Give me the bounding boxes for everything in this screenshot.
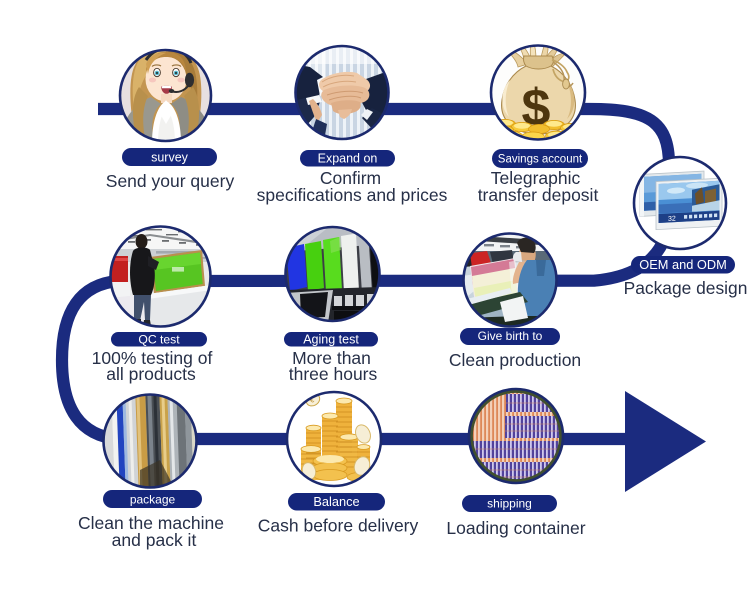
svg-text:OEM and ODM: OEM and ODM [639, 257, 726, 272]
svg-text:Cash before delivery: Cash before delivery [258, 516, 419, 536]
svg-text:Loading container: Loading container [446, 518, 585, 538]
svg-text:specifications and prices: specifications and prices [257, 185, 448, 205]
svg-text:Clean production: Clean production [449, 350, 581, 370]
svg-text:€: € [309, 397, 315, 405]
svg-text:Balance: Balance [313, 494, 359, 509]
svg-text:32: 32 [668, 216, 676, 223]
svg-text:Savings account: Savings account [498, 154, 583, 166]
svg-text:and pack it: and pack it [112, 530, 197, 550]
svg-text:Telegraphic: Telegraphic [491, 168, 581, 188]
svg-text:survey: survey [151, 151, 189, 165]
svg-text:Clean the machine: Clean the machine [78, 513, 224, 533]
svg-text:100% testing of: 100% testing of [92, 348, 213, 368]
svg-text:all products: all products [106, 364, 196, 384]
svg-text:Send your query: Send your query [106, 171, 235, 191]
svg-text:Confirm: Confirm [320, 168, 381, 188]
svg-text:Give birth to: Give birth to [478, 329, 543, 343]
svg-text:shipping: shipping [487, 497, 532, 511]
svg-text:Expand on: Expand on [318, 152, 378, 166]
svg-text:three hours: three hours [289, 364, 378, 384]
svg-text:package: package [130, 493, 176, 507]
svg-text:transfer deposit: transfer deposit [478, 185, 599, 205]
svg-text:Package design: Package design [624, 278, 748, 298]
svg-text:QC test: QC test [138, 333, 180, 347]
svg-text:Aging test: Aging test [303, 333, 359, 347]
svg-text:More than: More than [292, 348, 371, 368]
